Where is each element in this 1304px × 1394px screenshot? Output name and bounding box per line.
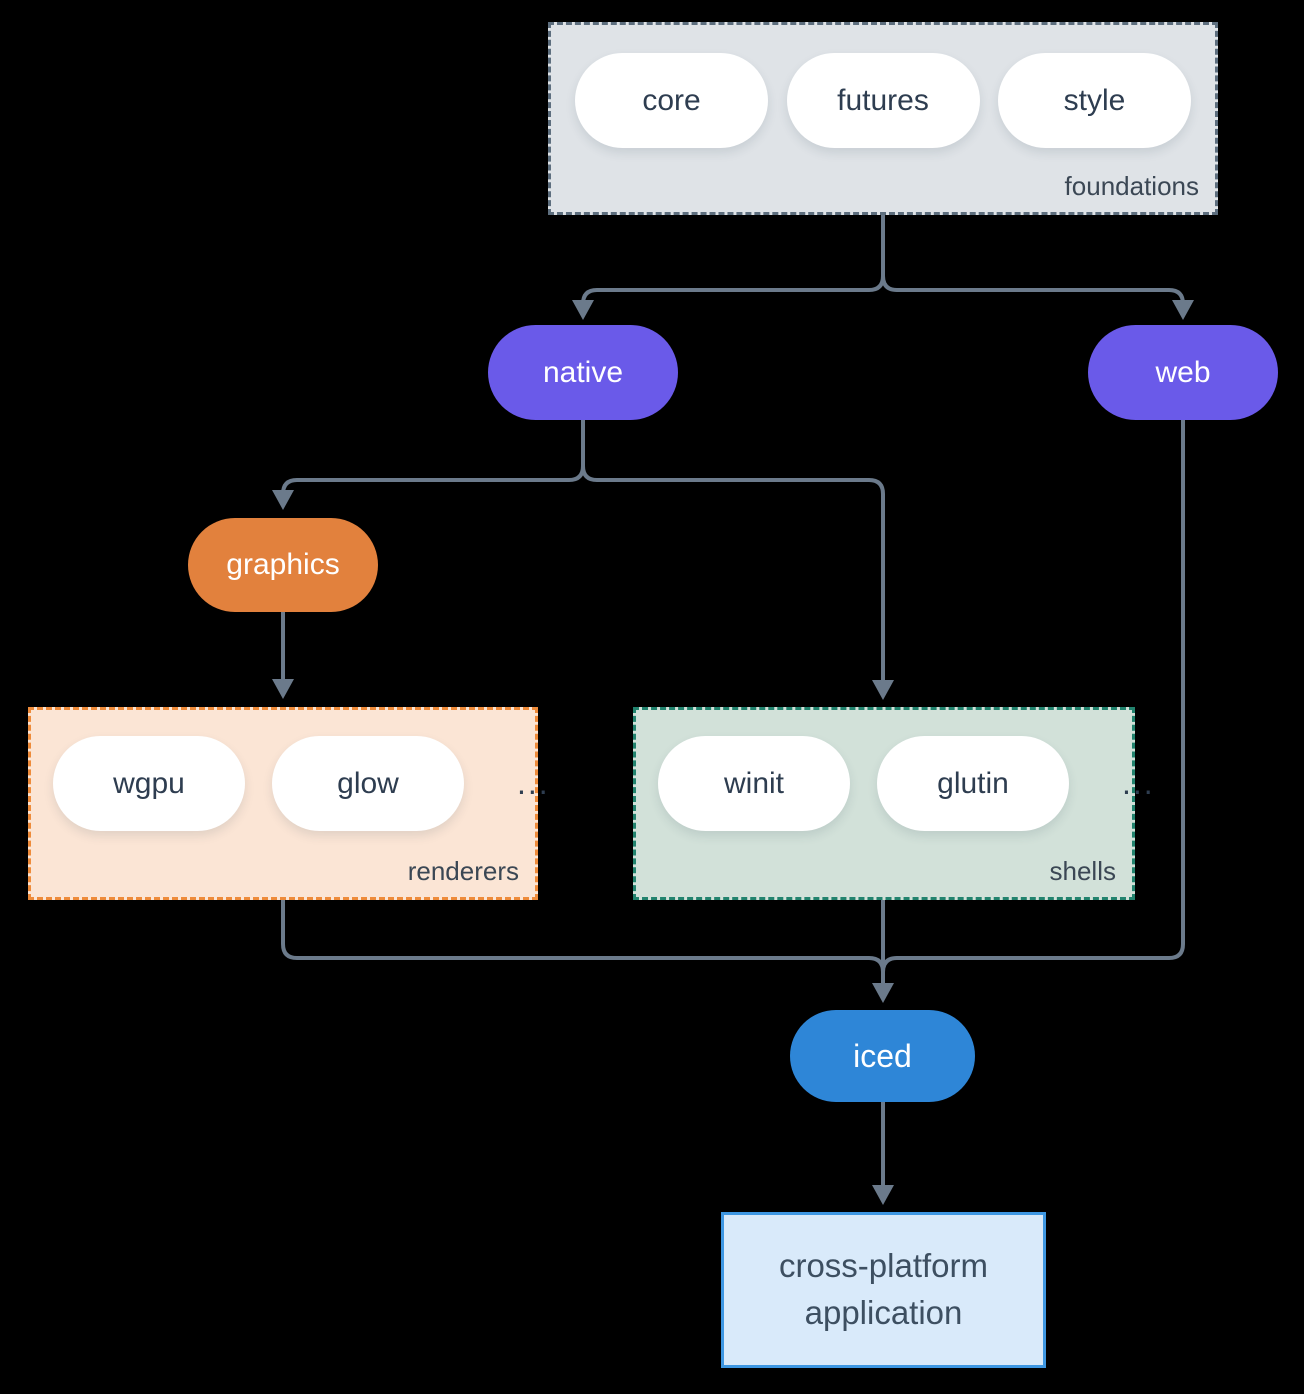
pill-glutin: glutin [877,736,1069,831]
renderers-group: wgpu glow ... renderers [28,707,548,900]
pill-wgpu: wgpu [53,736,245,831]
shells-label: shells [1049,856,1116,886]
pill-core: core [575,53,768,148]
application-line-2: application [804,1294,963,1331]
connector-renderers-iced [281,900,885,984]
foundations-group: core futures style foundations [548,22,1218,215]
arrowhead-graphics [272,490,294,510]
connector-foundations-native [581,215,885,305]
foundations-label: foundations [1064,171,1199,201]
arrowhead-application [872,1185,894,1205]
arrowhead-iced [872,983,894,1003]
shells-group: winit glutin ... shells [633,707,1153,900]
node-native: native [488,325,678,420]
arrowhead-renderers [272,679,294,699]
connector-foundations-web [881,215,1185,305]
pill-style: style [998,53,1191,148]
foundations-pill-row: core futures style [575,53,1191,148]
shells-pill-row: winit glutin ... [658,736,1153,831]
arrowhead-native [572,300,594,320]
connector-native-shells [581,420,885,681]
connector-native-graphics [281,420,585,495]
renderers-label: renderers [407,856,519,886]
application-box: cross-platform application [721,1212,1046,1368]
application-line-1: cross-platform [778,1247,989,1285]
arrowhead-web [1172,300,1194,320]
pill-winit: winit [658,736,850,831]
renderers-ellipsis: ... [517,765,550,801]
pill-futures: futures [786,53,980,148]
shells-ellipsis: ... [1122,765,1155,801]
arrowhead-shells [872,680,894,700]
node-graphics: graphics [188,518,378,612]
node-web: web [1088,325,1278,420]
node-iced: iced [790,1010,975,1102]
pill-glow: glow [272,736,464,831]
renderers-pill-row: wgpu glow ... [53,736,548,831]
